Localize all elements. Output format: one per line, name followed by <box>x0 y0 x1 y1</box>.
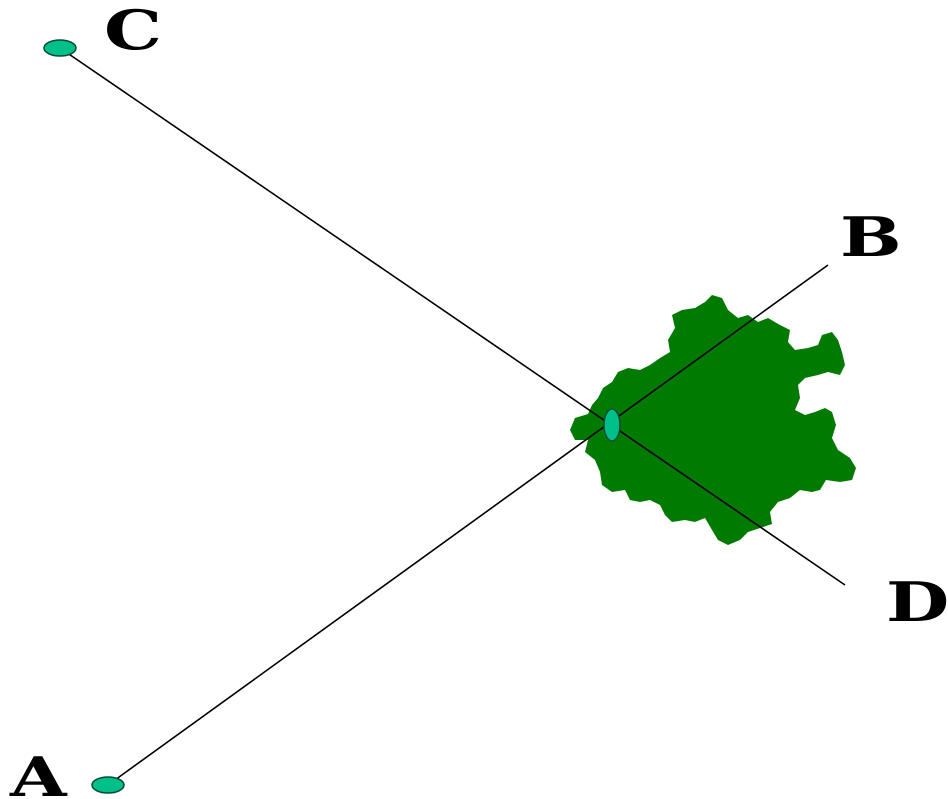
green-blob <box>570 295 856 545</box>
label-b: B <box>840 205 903 269</box>
node-a <box>91 776 125 794</box>
node-c <box>43 39 77 57</box>
label-c: C <box>104 0 164 62</box>
label-a: A <box>10 745 68 799</box>
node-center <box>603 408 621 442</box>
line-c-d <box>59 47 846 586</box>
label-d: D <box>886 570 948 634</box>
line-a-b <box>107 264 829 786</box>
